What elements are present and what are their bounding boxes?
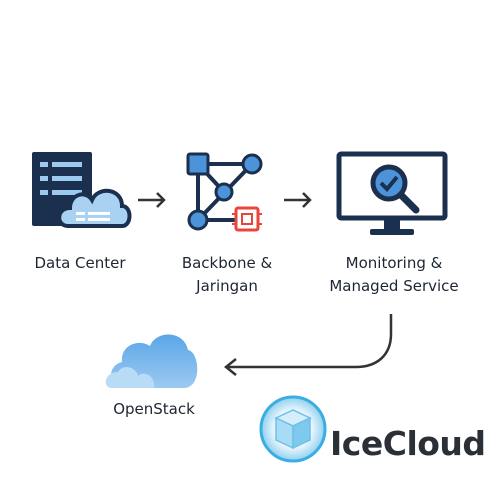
backbone-label-line1: Backbone &: [181, 254, 273, 272]
monitoring-label-line1: Monitoring &: [345, 254, 443, 272]
cloud-icon: [104, 326, 200, 390]
monitoring-label-line2: Managed Service: [329, 277, 459, 295]
monitor-magnifier-icon: [334, 150, 450, 240]
monitoring-label: Monitoring & Managed Service: [314, 252, 474, 298]
data-center-icon: [28, 148, 132, 232]
openstack-label: OpenStack: [113, 400, 195, 418]
curved-arrow-left-icon: [218, 312, 398, 378]
ice-cube-logo: [258, 394, 328, 464]
arrow-right-icon: [282, 191, 314, 209]
arrow-right-icon: [136, 191, 168, 209]
brand-name: IceCloud: [330, 424, 486, 463]
data-center-label: Data Center: [34, 254, 126, 272]
backbone-label-line2: Jaringan: [196, 277, 258, 295]
network-nodes-icon: [186, 150, 266, 240]
backbone-label: Backbone & Jaringan: [165, 252, 289, 298]
